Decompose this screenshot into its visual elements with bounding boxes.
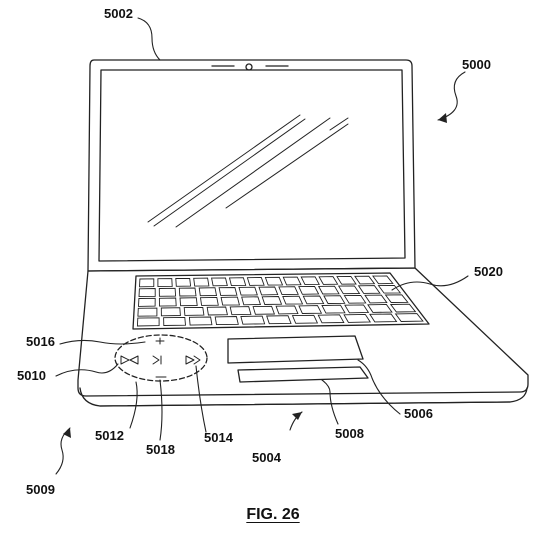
- keyboard-key: [369, 313, 398, 323]
- ref-5016: 5016: [26, 334, 55, 349]
- keyboard-key: [252, 305, 276, 315]
- upper-pad: [227, 335, 364, 364]
- keyboard-key: [318, 276, 339, 285]
- keyboard-key: [214, 316, 239, 326]
- keyboard-key: [137, 307, 158, 317]
- keyboard-key: [372, 275, 394, 285]
- ref-5008: 5008: [335, 426, 364, 441]
- keyboard-key: [175, 277, 192, 287]
- keyboard-key: [282, 295, 304, 305]
- keyboard-key: [246, 277, 265, 286]
- keyboard-key: [300, 276, 320, 286]
- figure-caption-text: FIG. 26: [246, 506, 300, 523]
- figure-caption: FIG. 26: [0, 506, 546, 524]
- keyboard-key: [394, 313, 424, 322]
- screen-glare: [147, 114, 349, 228]
- keyboard-key: [220, 296, 240, 306]
- ref-5004: 5004: [252, 450, 281, 465]
- keyboard-key: [199, 296, 219, 306]
- keyboard-key: [193, 277, 210, 287]
- keyboard-key: [343, 313, 372, 323]
- ref-5020: 5020: [474, 264, 503, 279]
- keyboard-key: [266, 315, 292, 325]
- lower-pad: [237, 366, 369, 383]
- keyboard-key: [298, 285, 320, 295]
- keyboard-key: [211, 277, 228, 287]
- base-bottom: [99, 401, 511, 407]
- keyboard-key: [377, 284, 402, 294]
- keyboard-key: [258, 286, 279, 296]
- keyboard-key: [163, 316, 186, 326]
- keyboard-key: [302, 295, 325, 305]
- keyboard-key: [291, 314, 319, 324]
- keyboard-key: [275, 305, 299, 315]
- keyboard-key: [317, 285, 340, 295]
- keyboard-key: [343, 294, 367, 304]
- keyboard-key: [278, 286, 299, 296]
- keyboard-key: [228, 277, 247, 287]
- keyboard-key: [357, 285, 381, 294]
- keyboard-key: [139, 278, 155, 288]
- keyboard-key: [241, 296, 262, 306]
- keyboard-key: [282, 276, 302, 286]
- keyboard-key: [344, 304, 370, 314]
- keyboard-key: [298, 305, 323, 314]
- keyboard-key: [337, 285, 361, 295]
- keyboard-key: [183, 306, 205, 316]
- keyboard-key: [206, 306, 228, 316]
- keyboard-key: [364, 294, 388, 304]
- control-buttons: [120, 337, 201, 378]
- ref-5010: 5010: [17, 368, 46, 383]
- keyboard-key: [238, 286, 258, 296]
- control-region-ellipse: [114, 334, 208, 382]
- keyboard-key: [179, 297, 198, 307]
- laptop-base: [77, 267, 529, 397]
- keyboard-keys: [136, 275, 424, 327]
- leader-arrowheads: [63, 113, 447, 438]
- keyboard-key: [389, 303, 417, 313]
- ref-5009: 5009: [26, 482, 55, 497]
- keyboard-key: [218, 287, 238, 296]
- keyboard-key: [240, 315, 266, 325]
- base-front-edge: [79, 387, 528, 407]
- ref-5000: 5000: [462, 57, 491, 72]
- display-screen: [98, 69, 406, 262]
- keyboard-key: [264, 276, 284, 286]
- keyboard-key: [317, 314, 345, 324]
- camera: [245, 63, 253, 71]
- keyboard-key: [336, 275, 357, 285]
- display-housing: [87, 59, 416, 272]
- ref-5002: 5002: [104, 6, 133, 21]
- keyboard-key: [261, 296, 283, 305]
- keyboard-key: [229, 306, 252, 316]
- keyboard-key: [158, 287, 177, 297]
- keyboard-key: [160, 307, 181, 317]
- keyboard-key: [198, 287, 218, 297]
- keyboard-key: [323, 295, 346, 304]
- keyboard-key: [157, 278, 173, 288]
- keyboard-key: [178, 287, 197, 297]
- keyboard-outline: [132, 272, 430, 330]
- keyboard-key: [384, 294, 409, 303]
- ref-5018: 5018: [146, 442, 175, 457]
- keyboard-key: [136, 317, 160, 327]
- keyboard-key: [158, 297, 177, 307]
- keyboard-key: [367, 304, 393, 313]
- keyboard-key: [188, 316, 213, 326]
- keyboard-key: [321, 304, 346, 314]
- ref-5006: 5006: [404, 406, 433, 421]
- keyboard-key: [138, 297, 156, 307]
- keyboard-key: [138, 288, 156, 298]
- ref-5014: 5014: [204, 430, 233, 445]
- ref-5012: 5012: [95, 428, 124, 443]
- keyboard-key: [354, 275, 376, 285]
